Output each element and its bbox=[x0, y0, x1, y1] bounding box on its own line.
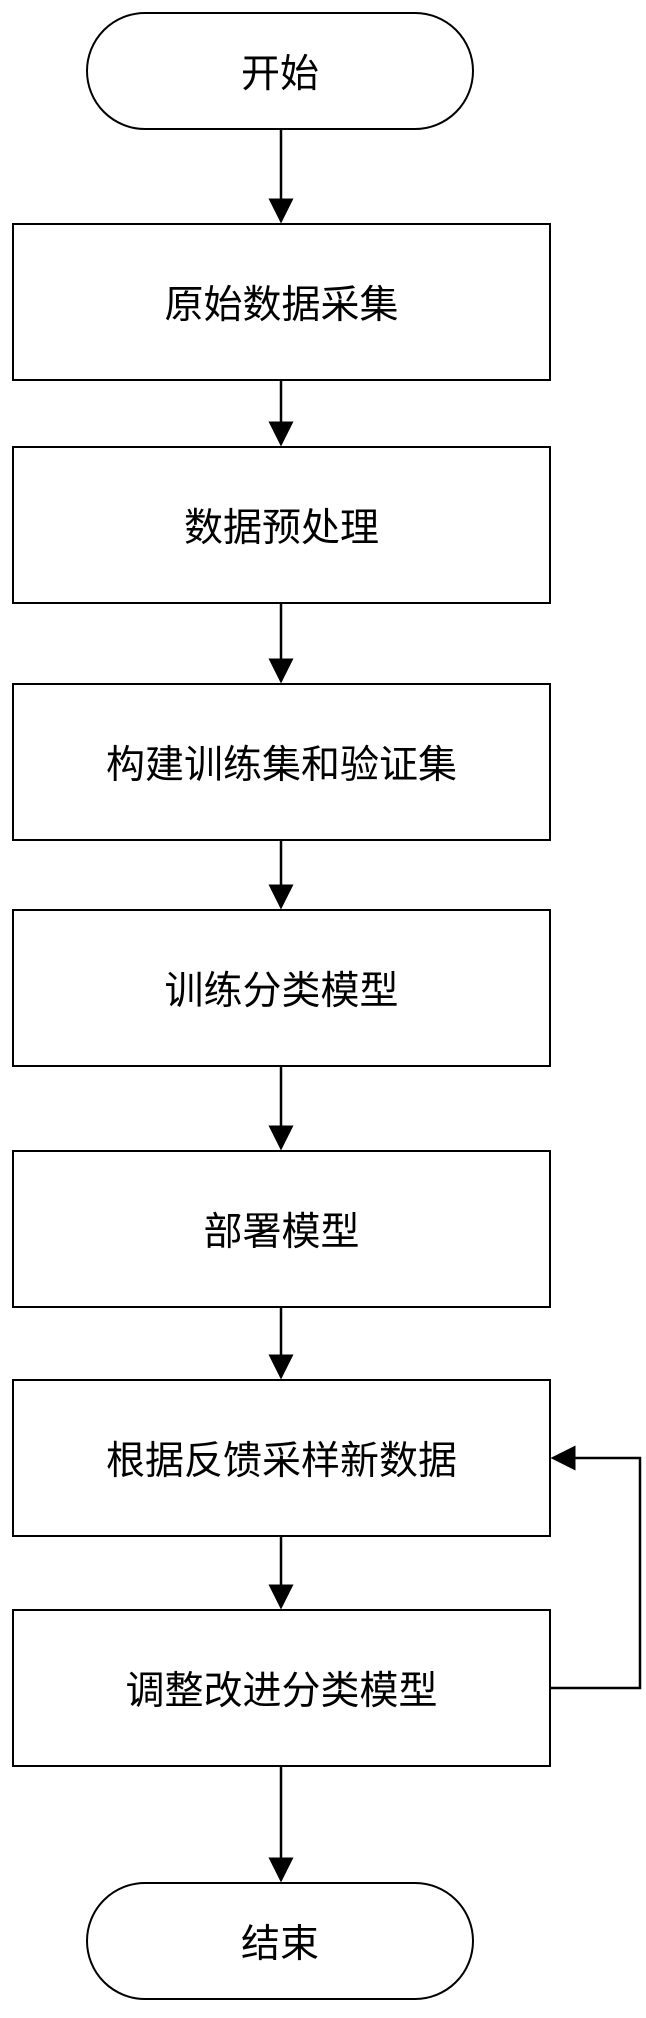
step-adjust-improve-classifier: 调整改进分类模型 bbox=[12, 1609, 551, 1767]
start-terminal: 开始 bbox=[86, 12, 474, 130]
step-raw-data-collection: 原始数据采集 bbox=[12, 223, 551, 381]
step-label: 部署模型 bbox=[203, 1210, 360, 1255]
step-label: 原始数据采集 bbox=[164, 283, 399, 328]
step-label: 根据反馈采样新数据 bbox=[105, 1439, 457, 1484]
step-train-classifier: 训练分类模型 bbox=[12, 909, 551, 1067]
end-terminal: 结束 bbox=[86, 1882, 474, 2000]
step-deploy-model: 部署模型 bbox=[12, 1150, 551, 1308]
feedback-loop-arrow bbox=[550, 1445, 642, 1690]
step-label: 数据预处理 bbox=[183, 506, 379, 551]
step-build-train-validation-sets: 构建训练集和验证集 bbox=[12, 683, 551, 841]
step-label: 构建训练集和验证集 bbox=[105, 743, 457, 788]
end-label: 结束 bbox=[240, 1922, 319, 1967]
step-data-preprocessing: 数据预处理 bbox=[12, 446, 551, 604]
step-label: 训练分类模型 bbox=[164, 969, 399, 1014]
step-label: 调整改进分类模型 bbox=[125, 1669, 438, 1714]
step-sample-new-data-from-feedback: 根据反馈采样新数据 bbox=[12, 1379, 551, 1537]
start-label: 开始 bbox=[240, 52, 319, 97]
